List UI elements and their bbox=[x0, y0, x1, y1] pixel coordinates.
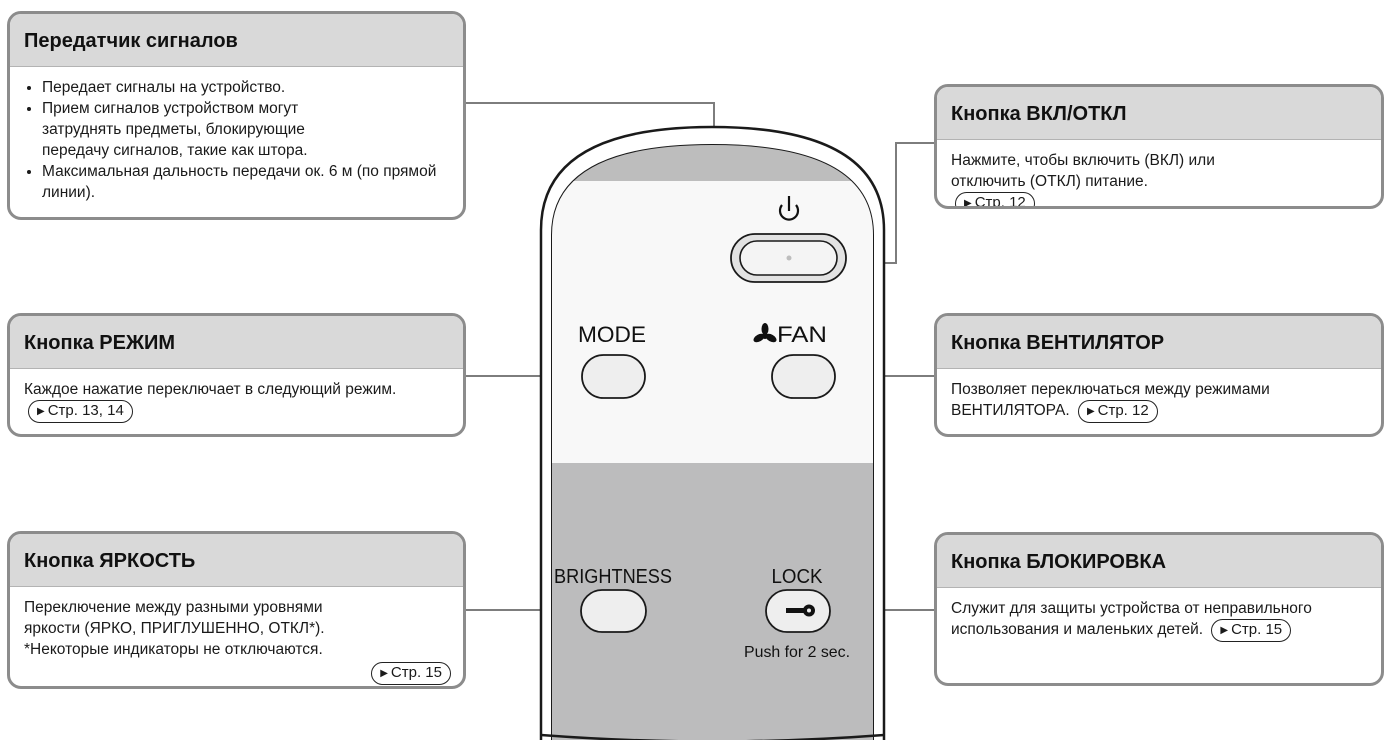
lock-label: LOCK bbox=[772, 566, 824, 588]
power-button-description: Нажмите, чтобы включить (ВКЛ) или отключ… bbox=[951, 152, 1215, 190]
brightness-button-box: Кнопка ЯРКОСТЬ Переключение между разным… bbox=[7, 531, 466, 689]
power-icon bbox=[778, 196, 800, 221]
mode-button-box: Кнопка РЕЖИМ Каждое нажатие переключает … bbox=[7, 313, 466, 437]
lock-button-title: Кнопка БЛОКИРОВКА bbox=[937, 535, 1381, 588]
lock-button-description: Служит для защиты устройства от неправил… bbox=[951, 600, 1312, 638]
signal-leader-line bbox=[464, 102, 715, 128]
brightness-button-note: *Некоторые индикаторы не отключаются. bbox=[24, 641, 323, 658]
lock-hint: Push for 2 sec. bbox=[744, 644, 850, 661]
list-item: Передает сигналы на устройство. bbox=[42, 77, 449, 98]
signal-transmitter-list: Передает сигналы на устройство. Прием си… bbox=[24, 77, 449, 203]
power-button[interactable] bbox=[730, 233, 847, 283]
fan-page-ref[interactable]: ▶Стр. 12 bbox=[1077, 400, 1158, 423]
brightness-label: BRIGHTNESS bbox=[554, 566, 672, 588]
brightness-button-description: Переключение между разными уровнями ярко… bbox=[24, 599, 325, 637]
mode-button-title: Кнопка РЕЖИМ bbox=[10, 316, 463, 369]
signal-transmitter-box: Передатчик сигналов Передает сигналы на … bbox=[7, 11, 466, 220]
signal-transmitter-title: Передатчик сигналов bbox=[10, 14, 463, 67]
brightness-page-ref[interactable]: ▶Стр. 15 bbox=[371, 662, 451, 685]
brightness-button-title: Кнопка ЯРКОСТЬ bbox=[10, 534, 463, 587]
power-button-title: Кнопка ВКЛ/ОТКЛ bbox=[937, 87, 1381, 140]
list-item: Прием сигналов устройством могут затрудн… bbox=[42, 98, 449, 161]
list-item: Максимальная дальность передачи ок. 6 м … bbox=[42, 161, 449, 203]
mode-button-description: Каждое нажатие переключает в следующий р… bbox=[24, 381, 397, 398]
brightness-button[interactable] bbox=[580, 589, 647, 633]
power-page-ref[interactable]: ▶Стр. 12 bbox=[955, 192, 1035, 206]
power-button-box: Кнопка ВКЛ/ОТКЛ Нажмите, чтобы включить … bbox=[934, 84, 1384, 209]
fan-button-title: Кнопка ВЕНТИЛЯТОР bbox=[937, 316, 1381, 369]
mode-label: MODE bbox=[578, 322, 646, 347]
fan-label: FAN bbox=[777, 322, 827, 347]
fan-icon bbox=[753, 323, 777, 343]
lock-button-box: Кнопка БЛОКИРОВКА Служит для защиты устр… bbox=[934, 532, 1384, 686]
fan-button-box: Кнопка ВЕНТИЛЯТОР Позволяет переключатьс… bbox=[934, 313, 1384, 437]
key-icon bbox=[786, 604, 815, 617]
lock-page-ref[interactable]: ▶Стр. 15 bbox=[1211, 619, 1292, 642]
fan-button-description: Позволяет переключаться между режимами В… bbox=[951, 381, 1270, 419]
fan-button[interactable] bbox=[771, 354, 836, 399]
mode-page-ref[interactable]: ▶Стр. 13, 14 bbox=[28, 400, 133, 423]
mode-button[interactable] bbox=[581, 354, 646, 399]
